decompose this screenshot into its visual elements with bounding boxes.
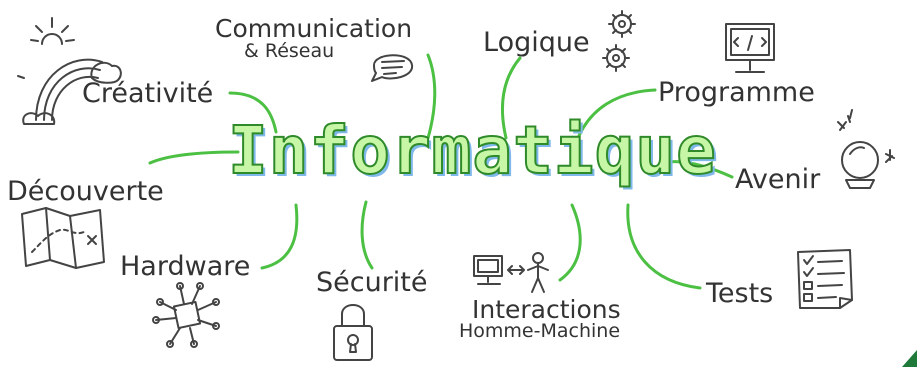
topic-communication: Communication xyxy=(215,14,413,43)
branch-interactions xyxy=(558,203,582,282)
sun-icon xyxy=(30,14,78,54)
topic-communication-sub: & Réseau xyxy=(244,40,335,62)
circuit-chip-icon xyxy=(150,280,224,350)
branch-securite xyxy=(360,200,374,270)
topic-securite: Sécurité xyxy=(316,267,428,298)
speech-bubble-icon xyxy=(368,47,416,85)
branch-communication xyxy=(426,53,437,140)
topic-programme: Programme xyxy=(658,77,815,108)
rainbow-cloud-icon xyxy=(14,40,124,130)
map-icon xyxy=(18,206,108,270)
branch-hardware xyxy=(260,203,299,270)
branch-creativite xyxy=(228,91,278,134)
branch-logique xyxy=(501,56,522,140)
branch-programme xyxy=(576,88,657,140)
branch-decouverte xyxy=(148,150,240,165)
padlock-icon xyxy=(330,300,376,364)
topic-logique: Logique xyxy=(483,27,590,58)
topic-hardware: Hardware xyxy=(120,251,251,282)
corner-triangle-icon xyxy=(902,350,917,371)
topic-interactions-sub: Homme-Machine xyxy=(459,320,621,342)
branch-avenir xyxy=(666,160,734,179)
topic-avenir: Avenir xyxy=(735,164,821,195)
topic-decouverte: Découverte xyxy=(7,176,164,207)
branch-tests xyxy=(626,203,702,290)
gears-icon xyxy=(598,8,642,78)
computer-person-icon xyxy=(470,250,562,296)
topic-creativite: Créativité xyxy=(82,78,214,109)
monitor-code-icon xyxy=(722,18,780,80)
center-title: Informatique xyxy=(227,112,717,189)
checklist-icon xyxy=(792,248,858,312)
topic-interactions: Interactions xyxy=(472,295,621,324)
crystal-ball-icon xyxy=(826,108,898,198)
topic-tests: Tests xyxy=(706,278,774,309)
